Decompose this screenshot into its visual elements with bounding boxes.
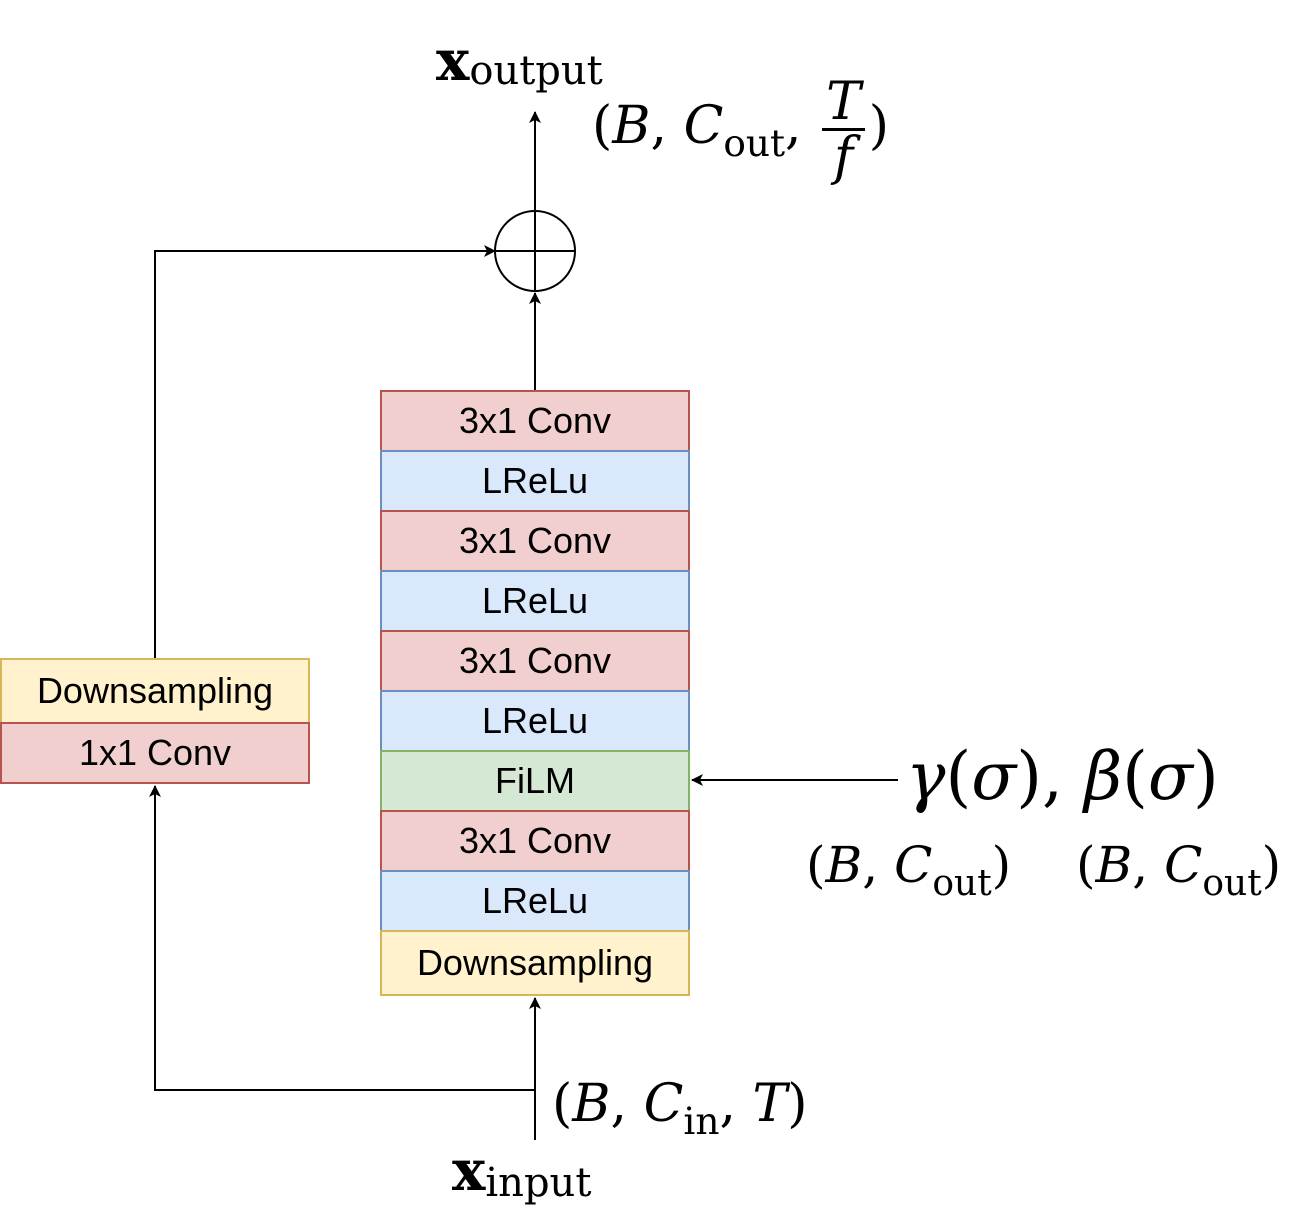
sigma-symbol-1: σ [971, 738, 1017, 815]
sigma-symbol-2: σ [1147, 738, 1193, 815]
gamma-shape-C-sub: out [932, 862, 992, 904]
input-shape-label: (B, Cin, T) [552, 1074, 808, 1144]
x-symbol: x [452, 1138, 486, 1204]
input-shape-T: T [752, 1074, 788, 1134]
conv-block: 3x1 Conv [380, 390, 690, 452]
output-shape-C: C [683, 96, 724, 156]
fraction-denominator: f [833, 127, 854, 187]
downsampling-block: Downsampling [380, 930, 690, 996]
input-shape-B: B [572, 1074, 611, 1134]
gamma-shape-C: C [894, 836, 933, 894]
output-shape-B: B [612, 96, 651, 156]
beta-shape-label: (B, Cout) [1076, 836, 1282, 904]
downsampling-block: Downsampling [0, 658, 310, 724]
beta-symbol: β [1083, 738, 1123, 815]
film-block: FiLM [380, 750, 690, 812]
skip-path-upper [154, 245, 496, 658]
gamma-shape-B: B [825, 836, 863, 894]
conv-block: 3x1 Conv [380, 510, 690, 572]
beta-shape-B: B [1095, 836, 1133, 894]
x-input-label: xinput [452, 1138, 592, 1206]
lrelu-block: LReLu [380, 690, 690, 752]
fraction-numerator: T [822, 76, 865, 131]
input-shape-C-sub: in [683, 1099, 720, 1144]
conv-block: 3x1 Conv [380, 810, 690, 872]
gamma-symbol: γ [906, 738, 946, 815]
skip-path-lower [149, 785, 535, 1091]
lrelu-block: LReLu [380, 870, 690, 932]
output-subscript: output [469, 48, 603, 94]
gamma-shape-label: (B, Cout) [806, 836, 1012, 904]
beta-shape-C-sub: out [1202, 862, 1262, 904]
conv-block: 3x1 Conv [380, 630, 690, 692]
conv-block: 1x1 Conv [0, 722, 310, 784]
beta-shape-C: C [1164, 836, 1203, 894]
input-subscript: input [485, 1160, 592, 1206]
film-params-label: γ(σ), β(σ) [906, 738, 1219, 815]
x-output-label: xoutput [436, 28, 603, 94]
lrelu-block: LReLu [380, 450, 690, 512]
input-shape-C: C [643, 1074, 684, 1134]
output-shape-C-sub: out [723, 121, 786, 166]
x-symbol: x [436, 28, 470, 94]
lrelu-block: LReLu [380, 570, 690, 632]
